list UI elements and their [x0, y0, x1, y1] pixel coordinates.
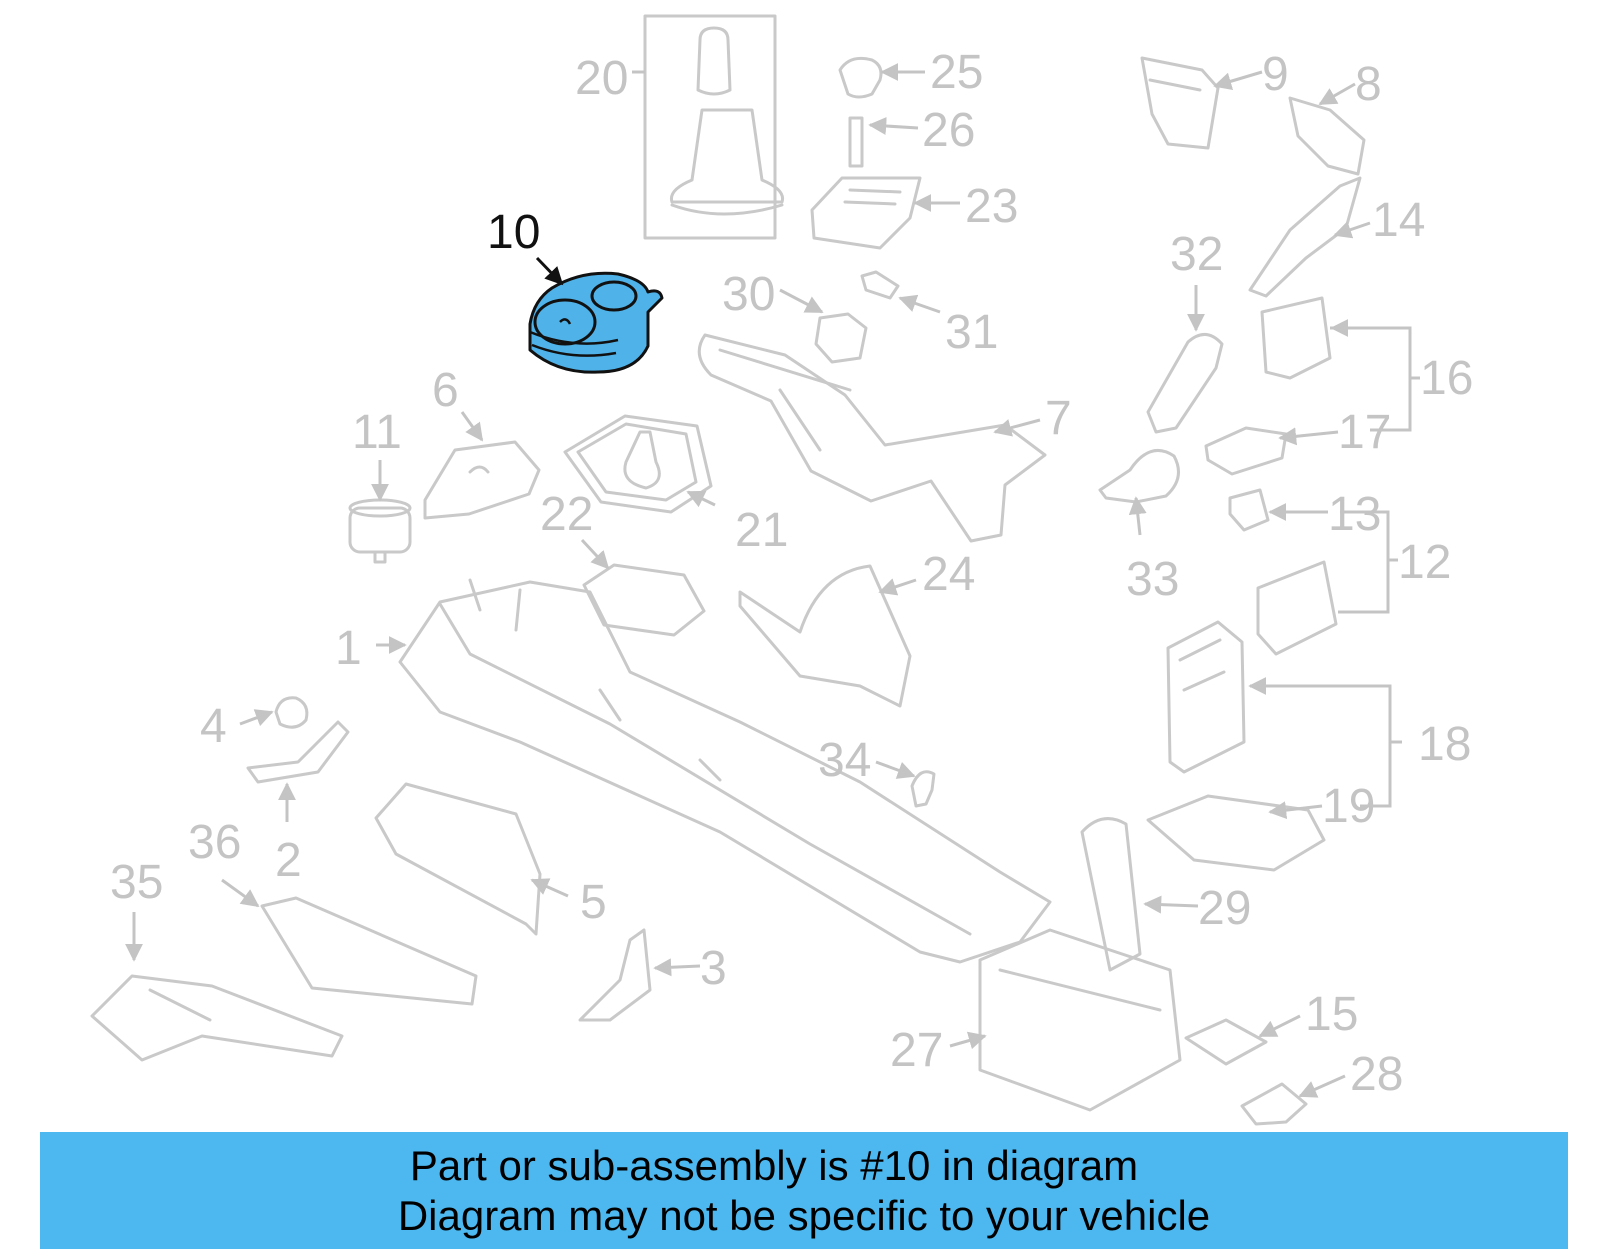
label-9: 9 [1262, 48, 1289, 101]
part-36 [260, 896, 478, 1006]
part-5 [374, 782, 542, 936]
label-26: 26 [922, 104, 975, 157]
part-24 [738, 564, 912, 708]
label-29: 29 [1198, 882, 1251, 935]
label-16: 16 [1420, 352, 1473, 405]
label-12: 12 [1398, 536, 1451, 589]
part-10-cup-holder [528, 271, 664, 374]
banner-line-disclaimer: Diagram may not be specific to your vehi… [397, 1191, 1211, 1239]
label-3: 3 [700, 942, 727, 995]
label-35: 35 [110, 856, 163, 909]
part-22 [582, 563, 706, 637]
label-34: 34 [818, 734, 871, 787]
part-17 [1204, 426, 1288, 476]
part-12 [1256, 560, 1338, 656]
part-26 [848, 116, 864, 168]
label-30: 30 [722, 268, 775, 321]
part-25 [838, 56, 883, 99]
part-13 [1228, 488, 1270, 532]
label-21: 21 [735, 504, 788, 557]
label-28: 28 [1350, 1048, 1403, 1101]
part-4 [274, 696, 309, 729]
part-29 [1080, 817, 1142, 972]
label-36: 36 [188, 816, 241, 869]
label-11: 11 [352, 406, 402, 459]
label-15: 15 [1305, 988, 1358, 1041]
part-16 [1260, 296, 1332, 380]
label-10: 10 [487, 206, 540, 259]
label-8: 8 [1355, 58, 1382, 111]
label-5: 5 [580, 876, 607, 929]
part-11 [348, 498, 412, 564]
label-20: 20 [575, 52, 628, 105]
label-27: 27 [890, 1024, 943, 1077]
label-14: 14 [1372, 194, 1425, 247]
label-31: 31 [945, 306, 998, 359]
label-4: 4 [200, 700, 227, 753]
label-18: 18 [1418, 718, 1471, 771]
part-30 [814, 312, 868, 364]
label-13: 13 [1328, 488, 1381, 541]
part-3 [578, 928, 652, 1022]
part-28 [1240, 1082, 1308, 1126]
part-23 [810, 176, 922, 250]
info-banner: Part or sub-assembly is #10 in diagram D… [40, 1132, 1568, 1249]
label-25: 25 [930, 46, 983, 99]
part-35 [90, 974, 344, 1062]
label-7: 7 [1045, 392, 1072, 445]
label-2: 2 [275, 834, 302, 887]
part-7 [697, 333, 1047, 543]
part-19 [1146, 794, 1326, 872]
part-20-shift-boot [643, 14, 785, 240]
part-14 [1248, 176, 1362, 298]
label-33: 33 [1126, 553, 1179, 606]
banner-line-part: Part or sub-assembly is #10 in diagram [409, 1141, 1139, 1189]
label-19: 19 [1322, 780, 1375, 833]
label-22: 22 [540, 488, 593, 541]
label-24: 24 [922, 548, 975, 601]
part-18 [1166, 620, 1246, 774]
part-6 [423, 440, 541, 520]
label-23: 23 [965, 180, 1018, 233]
part-2 [246, 720, 350, 784]
part-8 [1288, 96, 1366, 176]
label-1: 1 [335, 622, 362, 675]
part-32 [1146, 333, 1224, 434]
part-27 [978, 928, 1182, 1112]
label-6: 6 [432, 364, 459, 417]
part-9 [1140, 56, 1220, 150]
part-34 [910, 770, 936, 808]
part-21 [563, 414, 713, 514]
part-33 [1098, 448, 1180, 504]
label-17: 17 [1338, 406, 1391, 459]
part-15 [1184, 1018, 1268, 1066]
label-32: 32 [1170, 228, 1223, 281]
part-1-console [398, 578, 1052, 964]
part-31 [860, 270, 900, 300]
